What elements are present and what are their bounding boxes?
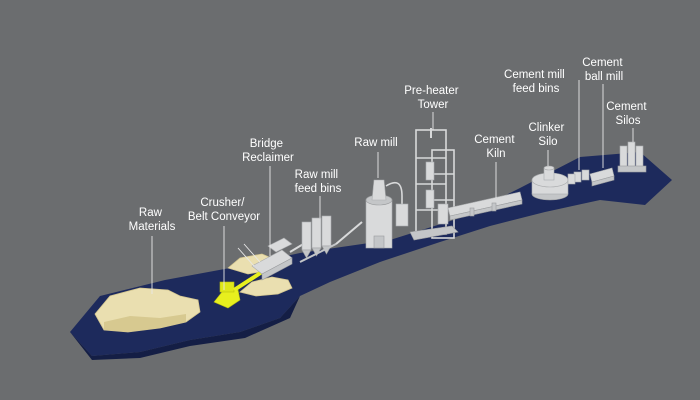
label-raw-mill-feed-bins: Raw mill feed bins	[295, 169, 342, 195]
label-pre-heater-tower: Pre-heater Tower	[404, 85, 462, 111]
raw-materials-pile-shadow	[104, 314, 186, 332]
cement-kiln	[447, 191, 523, 221]
label-raw-materials: Raw Materials	[129, 207, 176, 233]
label-raw-mill: Raw mill	[354, 137, 397, 149]
label-clinker-silo: Clinker Silo	[529, 122, 568, 148]
label-cement-silos: Cement Silos	[606, 101, 649, 127]
label-cement-kiln: Cement Kiln	[474, 134, 517, 160]
crusher-belt-conveyor	[213, 270, 264, 309]
cement-mill-feed-bins	[567, 169, 590, 185]
label-crusher-belt-conveyor: Crusher/ Belt Conveyor	[188, 197, 260, 223]
ground-shade	[70, 296, 300, 360]
clinker-silo	[531, 165, 569, 201]
pre-heater-tower	[409, 128, 459, 241]
label-bridge-reclaimer: Bridge Reclaimer	[242, 138, 294, 164]
raw-mill	[365, 179, 409, 249]
cement-silos	[617, 141, 647, 173]
label-cement-ball-mill: Cement ball mill	[582, 57, 625, 83]
bridge-reclaimer	[237, 237, 311, 281]
leader-lines	[151, 80, 634, 294]
label-cement-mill-feed-bins: Cement mill feed bins	[504, 69, 568, 95]
cement-ball-mill	[589, 167, 615, 187]
raw-mill-feed-bins	[299, 215, 363, 263]
reclaimer-pile	[239, 276, 293, 297]
